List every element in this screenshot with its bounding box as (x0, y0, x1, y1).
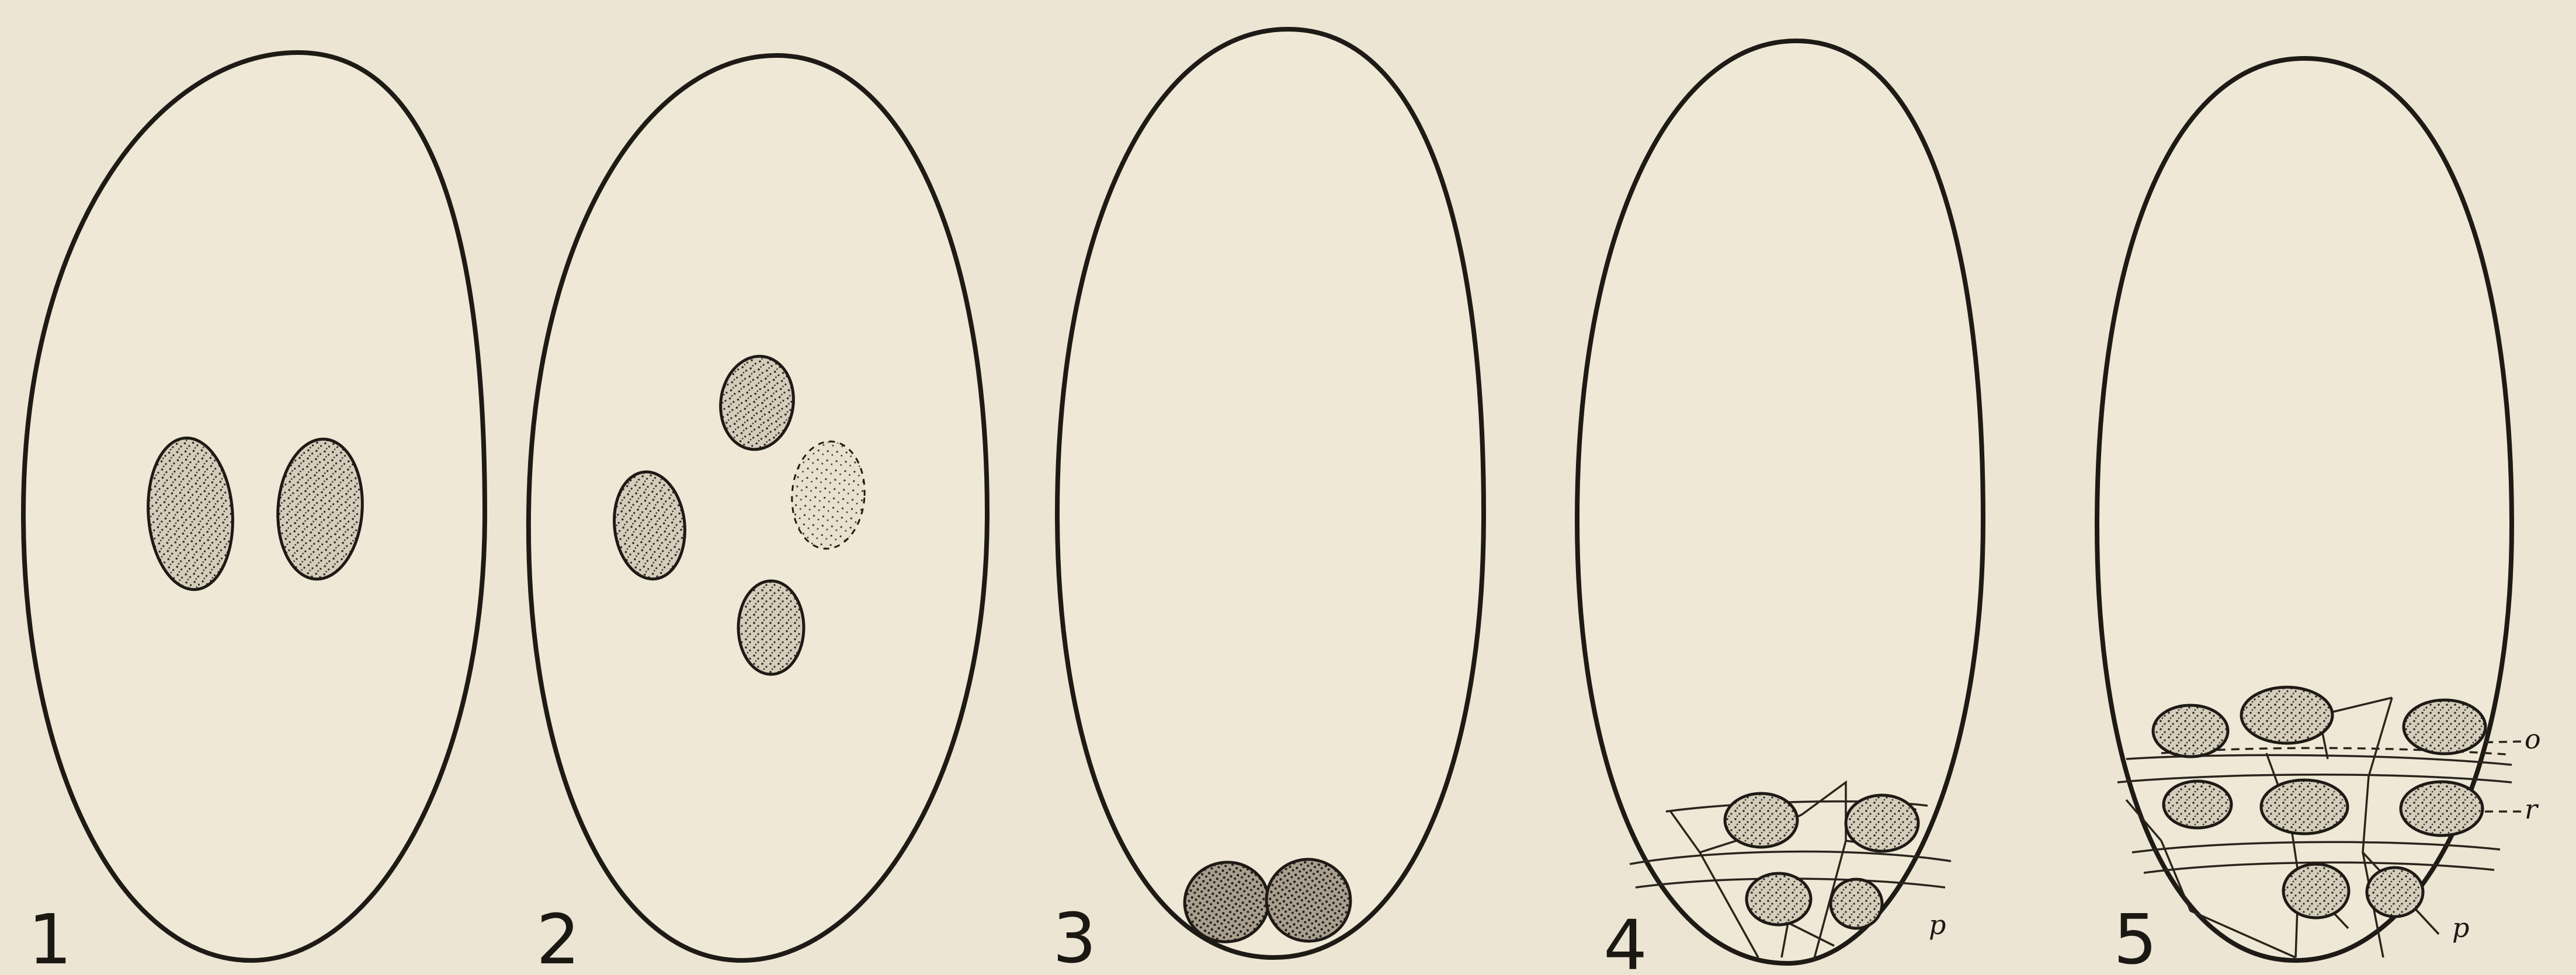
nucleus (2367, 868, 2423, 917)
figure-2: 2 (529, 55, 987, 975)
figure-number: 5 (2113, 899, 2157, 975)
figure-number: 3 (1053, 898, 1096, 975)
tier-label-p: p (1929, 909, 1946, 941)
figure-4: 4 p (1577, 41, 1983, 975)
embryo-sac-outline (23, 53, 485, 960)
figure-1: 1 (23, 53, 485, 975)
figure-5: 5 o r p (2097, 58, 2541, 975)
figure-number: 4 (1603, 905, 1647, 975)
embryo-sac-outline (529, 55, 987, 960)
nucleus (1725, 793, 1797, 847)
nucleus (2401, 782, 2483, 835)
nucleus (738, 581, 804, 674)
tier-label-o: o (2525, 723, 2541, 755)
nucleus (1747, 873, 1811, 925)
nucleus (2153, 705, 2228, 757)
nucleus (2164, 781, 2231, 828)
embryo-sac-outline (1057, 29, 1484, 957)
figure-3: 3 (1053, 29, 1484, 975)
nucleus (2404, 700, 2485, 754)
nucleus (1846, 795, 1918, 851)
nucleus (2241, 687, 2332, 743)
figure-number: 2 (536, 899, 580, 975)
figure-number: 1 (28, 899, 72, 975)
nucleus (1831, 879, 1882, 928)
tier-label-r: r (2525, 793, 2539, 825)
nucleus (2261, 780, 2348, 834)
nucleus (2283, 864, 2349, 918)
tier-label-p: p (2452, 912, 2469, 943)
